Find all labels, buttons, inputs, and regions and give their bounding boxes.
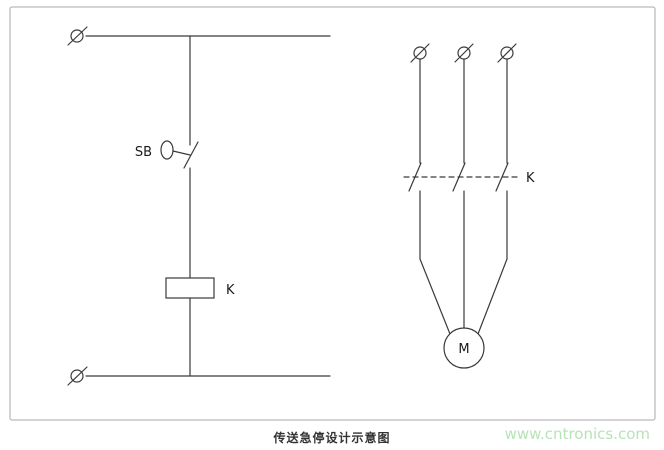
motor-circle: [443, 327, 485, 369]
pushbutton-sb-symbol: [160, 140, 199, 169]
phase-2: [452, 43, 474, 329]
contact-blade: [495, 162, 509, 192]
terminal-slash: [410, 43, 430, 63]
terminal-slash: [67, 366, 88, 386]
motor-symbol: M: [443, 327, 485, 369]
coil-label: K: [226, 283, 235, 298]
power-circuit: K M: [403, 43, 535, 369]
control-circuit: SB K: [67, 26, 331, 386]
pushbutton-contact-blade: [183, 141, 199, 169]
motor-label: M: [458, 342, 469, 357]
pushbutton-label: SB: [135, 145, 152, 160]
terminal-slash: [454, 43, 474, 63]
diagram-border: [9, 6, 656, 421]
pushbutton-actuator: [160, 140, 174, 160]
terminal-icon: [497, 43, 517, 63]
diagram-caption: 传送急停设计示意图: [273, 431, 391, 445]
terminal-icon: [410, 43, 430, 63]
watermark-text: www.cntronics.com: [504, 425, 650, 443]
terminal-slash: [67, 26, 88, 46]
phase-1: [408, 43, 451, 335]
terminal-icon: [67, 366, 88, 386]
wire-to-motor: [477, 258, 508, 335]
contact-group-label: K: [526, 171, 535, 186]
terminal-slash: [497, 43, 517, 63]
terminal-icon: [67, 26, 88, 46]
wire-to-motor: [419, 258, 451, 335]
pushbutton-link: [172, 150, 191, 156]
phase-3: [477, 43, 517, 335]
coil-symbol: [165, 277, 215, 299]
